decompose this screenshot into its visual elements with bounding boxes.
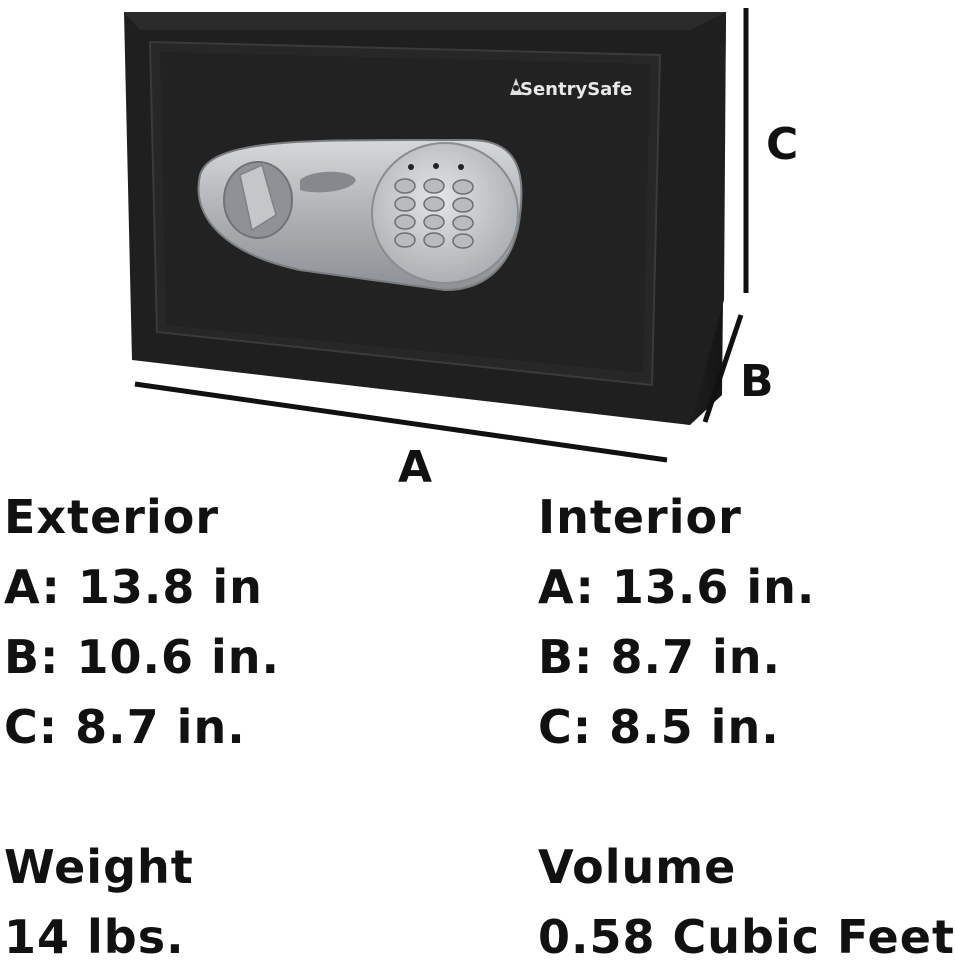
keypad-button[interactable] <box>423 178 445 194</box>
exterior-dimension-a: A: 13.8 in <box>4 560 263 614</box>
exterior-heading: Exterior <box>4 490 220 544</box>
keypad-button[interactable] <box>423 214 445 230</box>
indicator-light <box>458 164 464 170</box>
keypad-button[interactable] <box>452 179 474 195</box>
key-slot <box>300 171 356 193</box>
dimension-line-a <box>134 381 668 463</box>
keypad-button[interactable] <box>423 196 445 212</box>
keypad <box>371 142 519 284</box>
indicator-light <box>433 163 439 169</box>
keypad-button[interactable] <box>394 232 416 248</box>
exterior-dimension-b: B: 10.6 in. <box>4 630 280 684</box>
indicator-light <box>408 164 414 170</box>
weight-heading: Weight <box>4 840 194 894</box>
volume-value: 0.58 Cubic Feet <box>538 910 955 964</box>
interior-dimension-a: A: 13.6 in. <box>538 560 816 614</box>
dimension-label-b: B <box>740 356 774 407</box>
dimension-line-b <box>702 314 744 423</box>
volume-heading: Volume <box>538 840 737 894</box>
safe-handle <box>223 161 293 239</box>
interior-heading: Interior <box>538 490 742 544</box>
spacer <box>538 762 955 832</box>
brand-logo-text: SentrySafe <box>520 79 632 100</box>
keypad-button[interactable] <box>394 196 416 212</box>
keypad-button[interactable] <box>394 178 416 194</box>
keypad-button[interactable] <box>394 214 416 230</box>
keypad-button[interactable] <box>452 215 474 231</box>
dimension-label-c: C <box>766 119 798 170</box>
keypad-button[interactable] <box>423 232 445 248</box>
interior-dimension-c: C: 8.5 in. <box>538 700 780 754</box>
dimension-label-a: A <box>398 442 432 493</box>
control-panel <box>197 139 523 292</box>
safe-illustration: SentrySafe <box>124 8 798 493</box>
interior-dimension-b: B: 8.7 in. <box>538 630 781 684</box>
keypad-button[interactable] <box>452 233 474 249</box>
weight-value: 14 lbs. <box>4 910 185 964</box>
keypad-button[interactable] <box>452 197 474 213</box>
spacer <box>4 762 280 832</box>
interior-specs: Interior A: 13.6 in. B: 8.7 in. C: 8.5 i… <box>538 482 955 972</box>
exterior-dimension-c: C: 8.7 in. <box>4 700 246 754</box>
exterior-specs: Exterior A: 13.8 in B: 10.6 in. C: 8.7 i… <box>4 482 280 972</box>
sentrysafe-logo: SentrySafe <box>510 78 632 100</box>
